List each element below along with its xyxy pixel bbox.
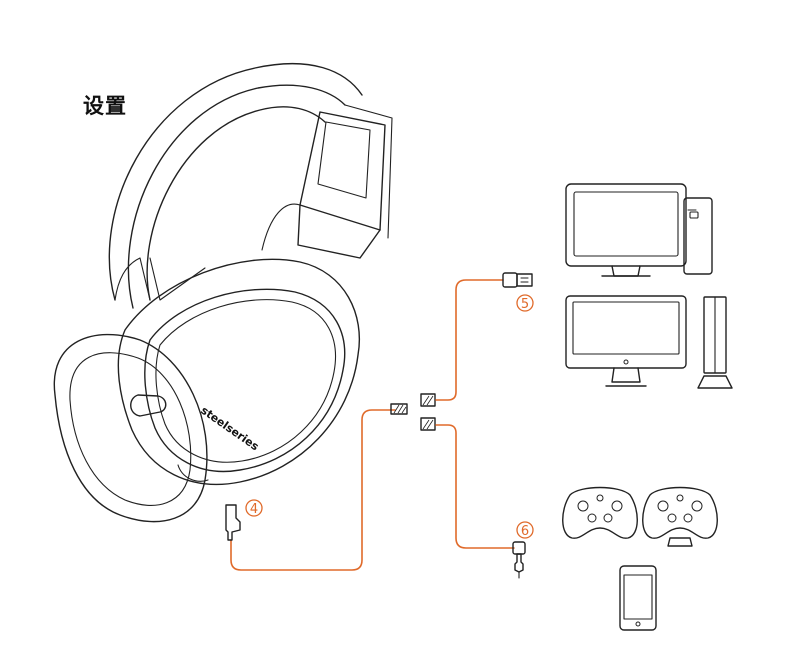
monitor-icon bbox=[565, 295, 687, 387]
headset-icon: steelseries bbox=[53, 62, 393, 523]
svg-text:6: 6 bbox=[521, 524, 529, 539]
xbox-controller-icon bbox=[562, 486, 638, 539]
xbox-controller-adapter-icon bbox=[642, 486, 718, 547]
callout-4: 4 bbox=[245, 499, 263, 517]
cable-6 bbox=[435, 424, 526, 579]
audio-jack-icon bbox=[512, 541, 526, 579]
pc-tower-icon bbox=[565, 183, 713, 277]
smartphone-icon bbox=[619, 565, 657, 631]
splitter-socket-lower-icon bbox=[420, 417, 436, 431]
splitter-socket-upper-icon bbox=[420, 393, 436, 407]
playstation-console-icon bbox=[697, 296, 733, 389]
cable-plug-4-icon bbox=[225, 504, 241, 541]
splitter-connector-icon bbox=[390, 403, 408, 415]
callout-6: 6 bbox=[516, 521, 534, 539]
cable-4 bbox=[225, 403, 408, 571]
page-title: 设置 bbox=[83, 94, 127, 118]
usb-connector-icon bbox=[502, 272, 533, 288]
callout-5: 5 bbox=[516, 294, 534, 312]
steelseries-logo: steelseries bbox=[198, 404, 261, 454]
svg-text:5: 5 bbox=[521, 297, 529, 312]
svg-text:4: 4 bbox=[250, 502, 258, 517]
cable-5 bbox=[435, 272, 533, 401]
